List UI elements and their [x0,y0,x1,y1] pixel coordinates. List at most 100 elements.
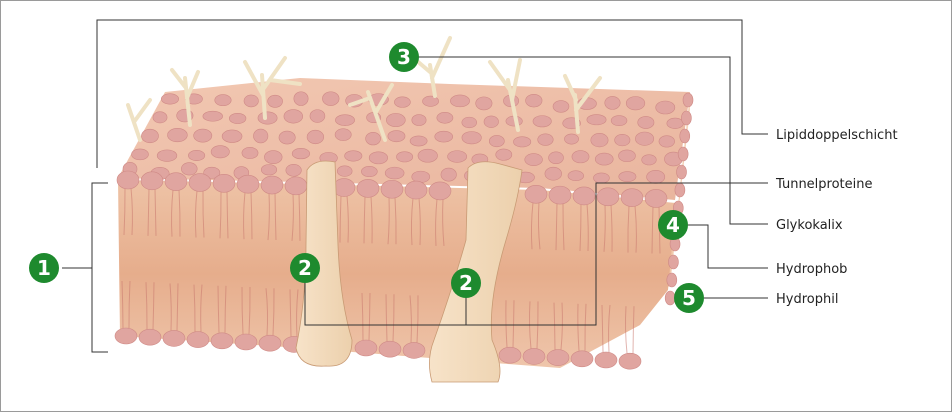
lipid-head [294,92,308,106]
lipid-head [435,131,453,142]
lipid-head [462,131,481,143]
lipid-head [678,147,688,161]
lipid-head [568,171,584,181]
lipid-head [476,97,492,110]
lipid-head [489,135,504,146]
lipid-head [423,96,439,106]
lipid-head [261,176,283,194]
lipid-head [525,154,543,166]
lipid-head [549,152,564,164]
svg-text:2: 2 [459,271,473,295]
lipid-head [545,167,562,180]
lipid-head [286,164,302,176]
lipid-head [211,333,233,349]
lipid-head [553,101,569,113]
lipid-head [357,179,379,197]
lipid-head [587,115,606,125]
lipid-head [259,335,281,351]
lipid-head [188,150,204,160]
label-glykokalix: Glykokalix [776,218,843,233]
svg-text:4: 4 [666,213,680,237]
lipid-head [564,134,578,144]
lipid-head [168,128,188,142]
lipid-head [437,112,453,123]
marker-3: 3 [389,42,419,72]
lipid-head [412,171,430,182]
lipid-head [448,151,467,163]
lipid-head [523,348,545,364]
lipid-head [549,186,571,204]
lipid-head [572,151,589,163]
lipid-head [115,328,137,344]
lipid-head [441,168,457,181]
membrane-block [115,78,693,369]
lipid-head [645,189,667,207]
lipid-head [621,189,643,207]
lipid-head [429,182,451,200]
lipid-head [396,152,412,162]
lipid-head [675,183,685,197]
lipid-head [310,110,325,123]
lipid-head [369,152,387,164]
lipid-head [279,131,295,144]
lipid-head [611,116,627,126]
lipid-head [222,130,242,143]
lipid-head [161,94,178,104]
lipid-head [355,340,377,356]
lipid-head [292,148,310,159]
lipid-head [513,137,530,147]
lipid-head [211,146,229,158]
lipid-head [139,329,161,345]
marker-2-right: 2 [451,268,481,298]
lipid-head [385,167,404,179]
lipid-head [635,132,653,145]
lipid-head [405,181,427,199]
lipid-head [394,97,410,108]
lipid-head [412,115,426,126]
lipid-head [379,341,401,357]
lipid-head [681,111,691,125]
lipid-head [647,170,665,183]
lipid-head [525,185,547,203]
lipid-head [361,166,377,176]
lipid-head [533,116,551,127]
lipid-head [141,172,163,190]
lipid-head [229,113,246,123]
lipid-head [181,163,197,175]
lipid-head [665,291,675,305]
marker-5: 5 [674,283,704,313]
lipid-head [683,93,693,107]
lipid-head [345,151,362,161]
lipid-head [165,173,187,191]
lipid-head [638,116,654,128]
lipid-head [242,147,258,158]
lipid-head [215,95,231,106]
lipid-head [366,132,381,145]
lipid-head [258,112,277,124]
lipid-head [335,129,351,141]
lipid-head [264,151,282,164]
svg-text:1: 1 [37,256,51,280]
lipid-head [462,117,477,128]
lipid-head [335,115,354,126]
lipid-head [547,350,569,366]
lipid-head [571,351,593,367]
lipid-head [526,94,542,107]
lipid-head [153,112,167,123]
lipid-head [117,171,139,189]
lipid-head [595,153,613,165]
svg-text:3: 3 [397,45,411,69]
marker-1: 1 [29,253,59,283]
label-hydrophil: Hydrophil [776,292,838,307]
marker-2-left: 2 [290,253,320,283]
bracket-1 [92,183,108,352]
lipid-head [237,175,259,193]
lipid-head [157,150,177,162]
lipid-head [388,131,405,142]
lipid-head [595,352,617,368]
lipid-head [381,180,403,198]
leader-hydrophob [688,225,768,268]
lipid-head [194,129,212,142]
lipid-head [386,113,405,126]
